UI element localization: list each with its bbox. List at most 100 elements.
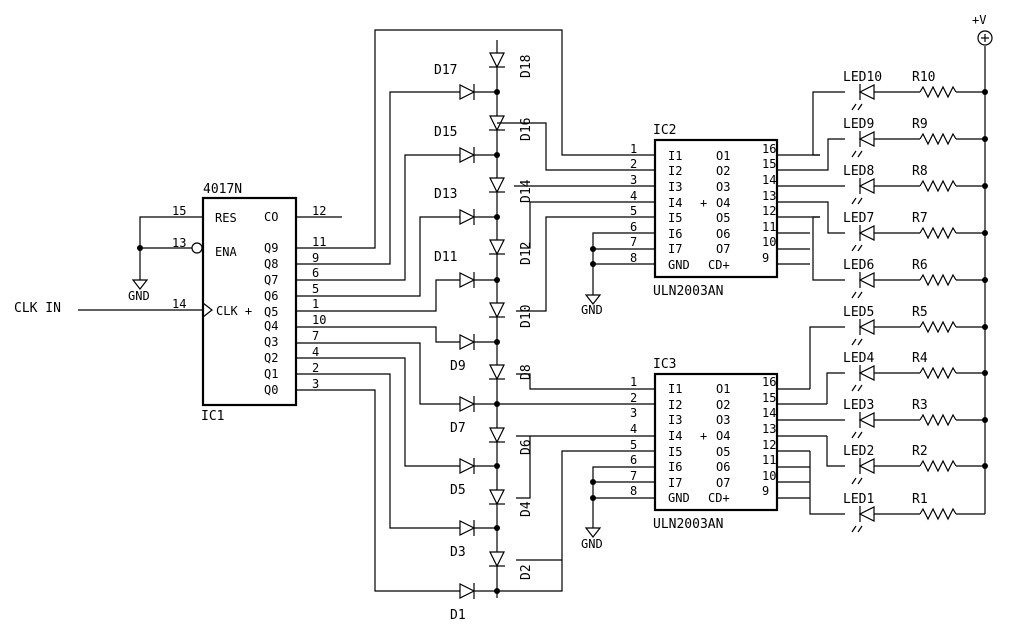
led7-label: LED7: [843, 211, 874, 226]
ic3-gnd-wire: [592, 466, 655, 528]
ic2-gnd-label: GND: [581, 303, 603, 317]
q7-wire: [296, 154, 460, 281]
diode-d17: D17: [434, 63, 500, 100]
ic3-num-10: 10: [762, 469, 776, 483]
center-diode-chain: D18 D16 D14 D12 D10 D8 D6 D4 D2: [489, 40, 534, 598]
ic3-num-3: 3: [630, 406, 637, 420]
q2-wire: [296, 357, 460, 467]
ic2-pin-i7: I7: [668, 242, 682, 256]
ic2: IC2 ULN2003AN + I1 I2 I3 I4 I5 I6 I7 GND…: [581, 123, 820, 317]
ic2-num-15: 15: [762, 157, 776, 171]
d10-label: D10: [519, 305, 534, 328]
ic2-pin-i5: I5: [668, 211, 682, 225]
ic2-type: ULN2003AN: [653, 284, 723, 299]
led-rows: LED10 R10 LED9 R9 LED8 R8 LED: [843, 70, 988, 533]
ic1-num-2: 2: [312, 361, 319, 375]
ic1-num-4: 4: [312, 345, 319, 359]
chain-to-ic-wiring: [497, 122, 656, 592]
r8-label: R8: [912, 164, 928, 179]
ic2-pin-o1: O1: [716, 149, 730, 163]
ic3: IC3 ULN2003AN + I1 I2 I3 I4 I5 I6 I7 GND…: [581, 357, 845, 551]
ic3-pin-i7: I7: [668, 476, 682, 490]
r9-label: R9: [912, 117, 928, 132]
d3-label: D3: [450, 545, 466, 560]
ic2-num-13: 13: [762, 189, 776, 203]
diode-d7: D7: [450, 396, 500, 436]
ic3-pin-o6: O6: [716, 460, 730, 474]
ic2-num-8: 8: [630, 251, 637, 265]
ic2-pin-gnd: GND: [668, 258, 690, 272]
ic1-num-1: 1: [312, 297, 319, 311]
ic1-num-10: 10: [312, 313, 326, 327]
d12-label: D12: [519, 242, 534, 265]
ic3-num-16: 16: [762, 375, 776, 389]
d15-label: D15: [434, 125, 457, 140]
ic3-num-5: 5: [630, 438, 637, 452]
diode-d18: D18: [489, 52, 534, 78]
diode-d6: D6: [489, 427, 534, 455]
led2-row: LED2 R2: [843, 444, 988, 485]
ic3-type: ULN2003AN: [653, 517, 723, 532]
ic2-plus: +: [700, 196, 707, 210]
diode-d12: D12: [489, 239, 534, 265]
ic1-output-wiring: [296, 29, 655, 592]
d18-label: D18: [519, 55, 534, 78]
ic3-pin-o5: O5: [716, 445, 730, 459]
led1-row: LED1 R1: [843, 492, 985, 533]
led2-label: LED2: [843, 444, 874, 459]
ic3-pin-i1: I1: [668, 382, 682, 396]
led4-row: LED4 R4: [843, 351, 988, 392]
ic2-pin-i1: I1: [668, 149, 682, 163]
ic1-pin-q1: Q1: [264, 367, 278, 381]
ena-inverter-bubble: [191, 242, 203, 254]
ic1-num-12: 12: [312, 204, 326, 218]
ic1-num-5: 5: [312, 282, 319, 296]
diode-d2: D2: [489, 551, 534, 580]
ic2-num-6: 6: [630, 220, 637, 234]
gnd-symbol: [131, 279, 149, 290]
q9-wire: [296, 29, 655, 249]
d4-label: D4: [519, 501, 534, 517]
d7-label: D7: [450, 421, 466, 436]
ic2-pin-o5: O5: [716, 211, 730, 225]
ic1-num-13: 13: [172, 236, 186, 250]
ic1-num-15: 15: [172, 204, 186, 218]
diode-d10: D10: [489, 302, 534, 328]
ic2-name: IC2: [653, 123, 676, 138]
ic2-pin-o4: O4: [716, 196, 730, 210]
ic3-num-13: 13: [762, 422, 776, 436]
ic2-num-16: 16: [762, 142, 776, 156]
ic1-type: 4017N: [203, 182, 242, 197]
ic1-pin-q3: Q3: [264, 335, 278, 349]
led8-label: LED8: [843, 164, 874, 179]
ic2-num-11: 11: [762, 220, 776, 234]
d11-label: D11: [434, 250, 457, 265]
ic1: 4017N IC1 RES ENA CLK + CO Q9 Q8 Q7 Q6 Q…: [172, 182, 326, 424]
ic1-pin-clk: CLK +: [216, 304, 252, 318]
r10-label: R10: [912, 70, 935, 85]
q6-wire: [296, 216, 460, 297]
led9-label: LED9: [843, 117, 874, 132]
ic1-pin-q8: Q8: [264, 257, 278, 271]
ic1-pin-co: CO: [264, 210, 278, 224]
ic2-pin-o3: O3: [716, 180, 730, 194]
ic3-num-15: 15: [762, 391, 776, 405]
d1-label: D1: [450, 608, 466, 623]
r1-label: R1: [912, 492, 928, 507]
ic3-pin-cd: CD+: [708, 491, 730, 505]
ic1-num-11: 11: [312, 235, 326, 249]
ic3-pin-i6: I6: [668, 460, 682, 474]
r3-label: R3: [912, 398, 928, 413]
led8-row: LED8 R8: [843, 164, 988, 205]
led5-row: LED5 R5: [843, 305, 988, 346]
d8-label: D8: [519, 364, 534, 380]
ic2-pin-cd: CD+: [708, 258, 730, 272]
ic3-num-9: 9: [762, 484, 769, 498]
ic2-num-2: 2: [630, 157, 637, 171]
ic2-pin-i4: I4: [668, 196, 682, 210]
ic3-num-6: 6: [630, 453, 637, 467]
d9-label: D9: [450, 359, 466, 374]
left-diode-matrix: D17 D15 D13 D11 D9 D7: [434, 63, 500, 623]
ic3-gnd-label: GND: [581, 537, 603, 551]
